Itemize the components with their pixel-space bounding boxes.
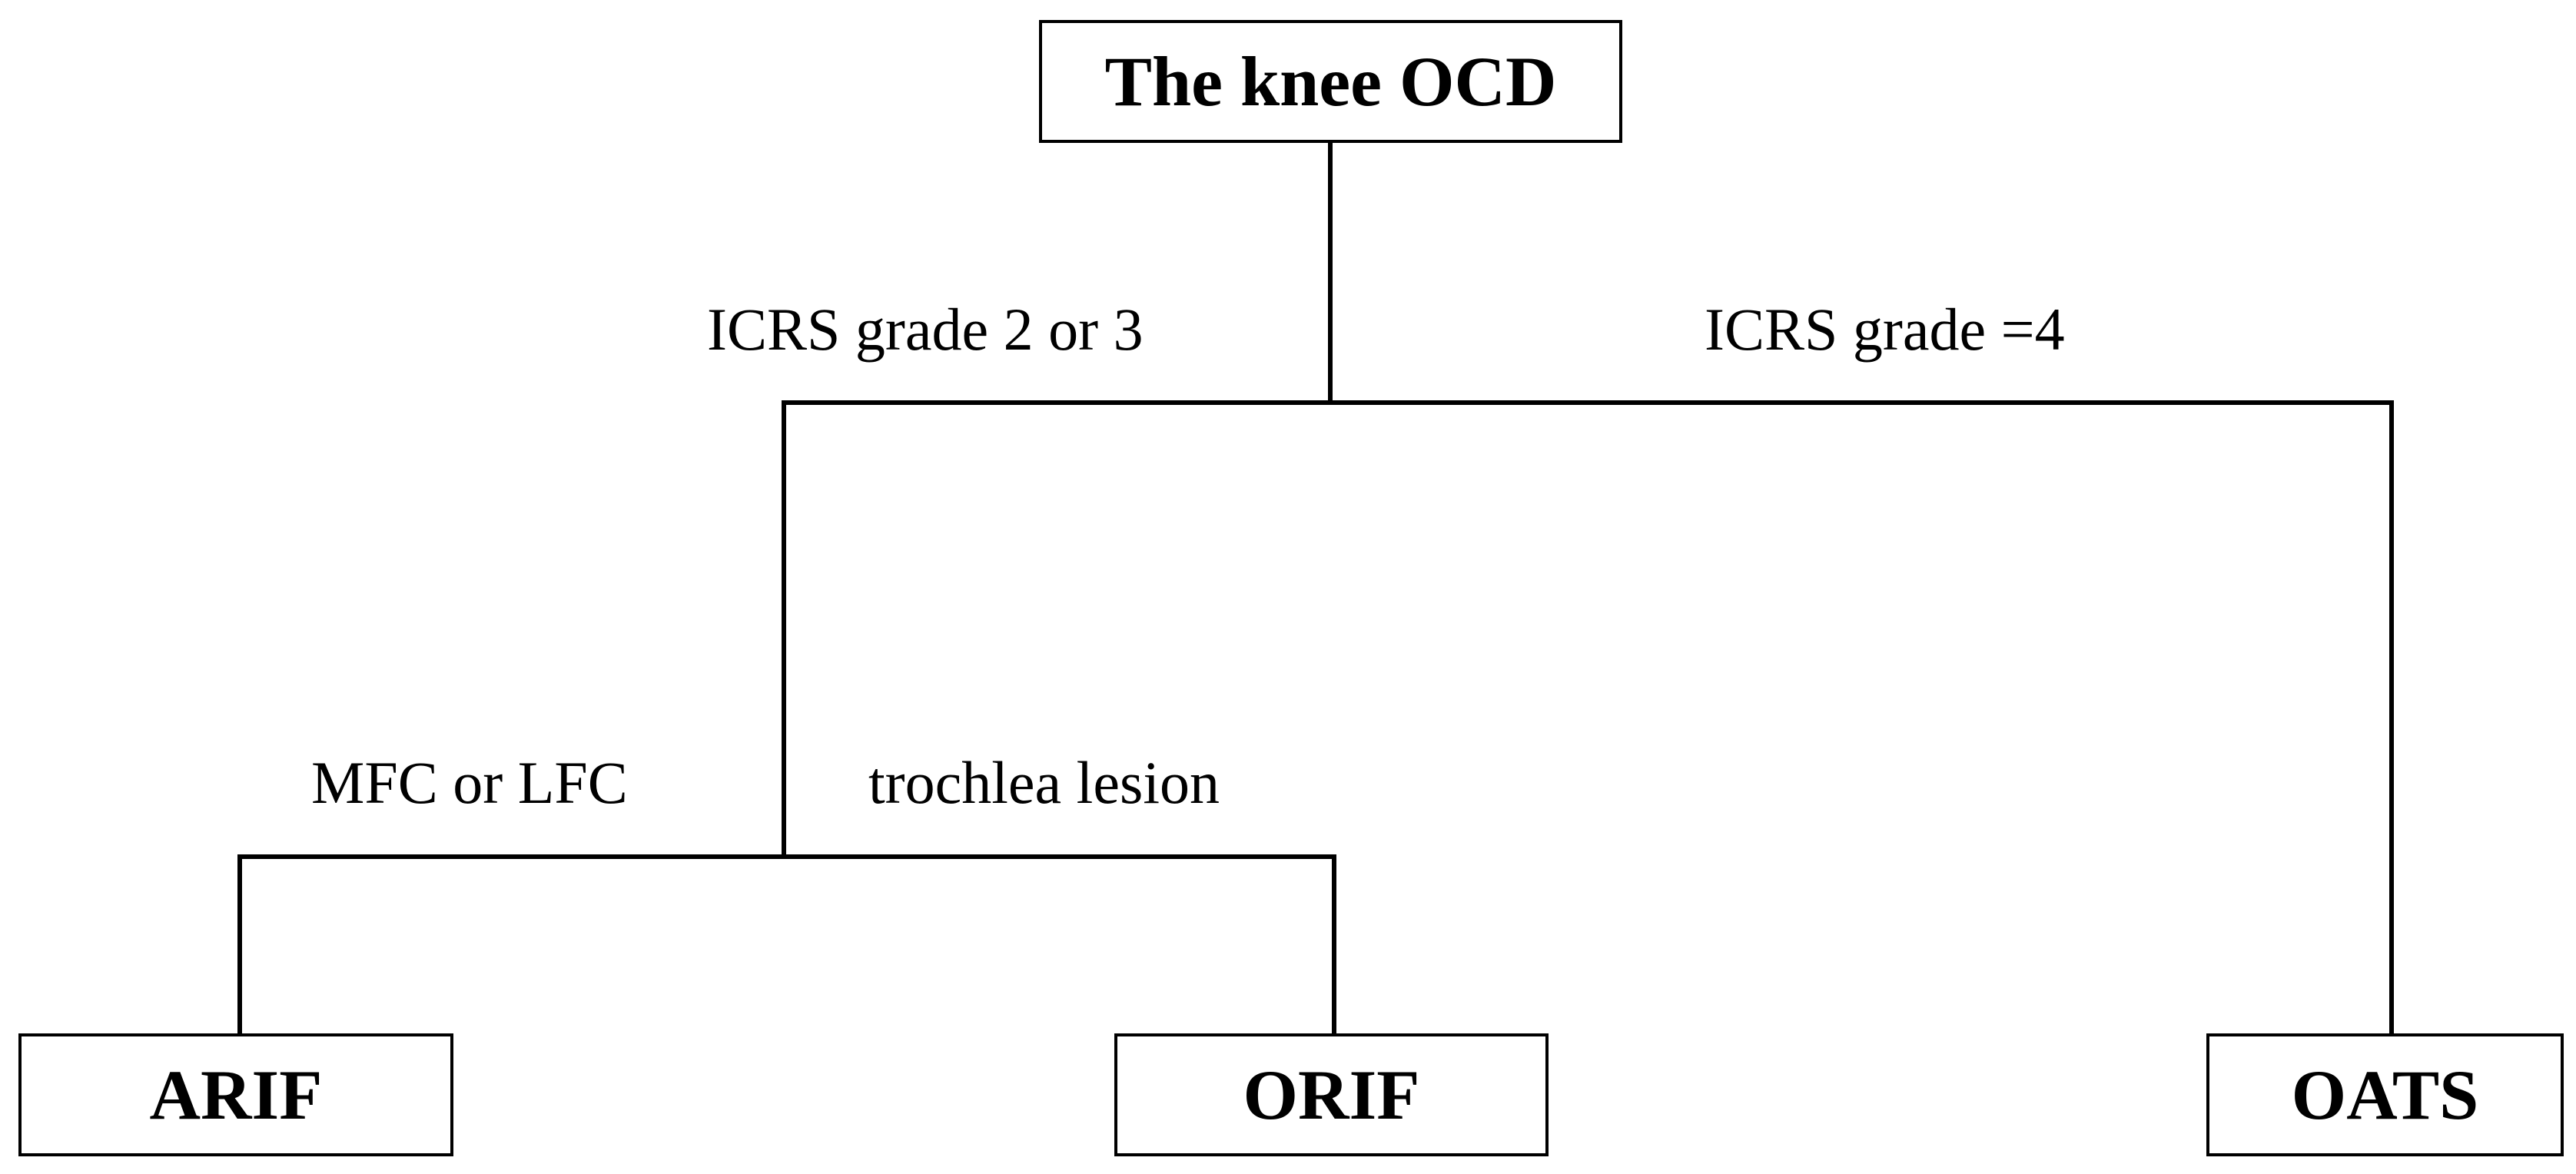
root-stem-line	[1328, 143, 1333, 404]
orif-node-box: ORIF	[1114, 1033, 1549, 1156]
root-node-label: The knee OCD	[1104, 42, 1557, 121]
arif-branch-line	[237, 854, 242, 1035]
edge-label-icrs-grade-4: ICRS grade =4	[1705, 296, 2065, 363]
left-branch-line	[782, 400, 786, 859]
edge-label-mfc-or-lfc: MFC or LFC	[311, 749, 628, 816]
arif-node-label: ARIF	[149, 1056, 323, 1134]
orif-branch-line	[1332, 854, 1336, 1035]
root-node-box: The knee OCD	[1039, 20, 1622, 143]
right-branch-line	[2389, 400, 2394, 1035]
edge-label-icrs-grade-2-or-3: ICRS grade 2 or 3	[707, 296, 1144, 363]
level2-horizontal-line	[237, 854, 1336, 859]
oats-node-label: OATS	[2291, 1056, 2479, 1134]
level1-horizontal-line	[782, 400, 2394, 405]
arif-node-box: ARIF	[18, 1033, 453, 1156]
oats-node-box: OATS	[2206, 1033, 2564, 1156]
orif-node-label: ORIF	[1243, 1056, 1420, 1134]
edge-label-trochlea-lesion: trochlea lesion	[868, 749, 1220, 816]
